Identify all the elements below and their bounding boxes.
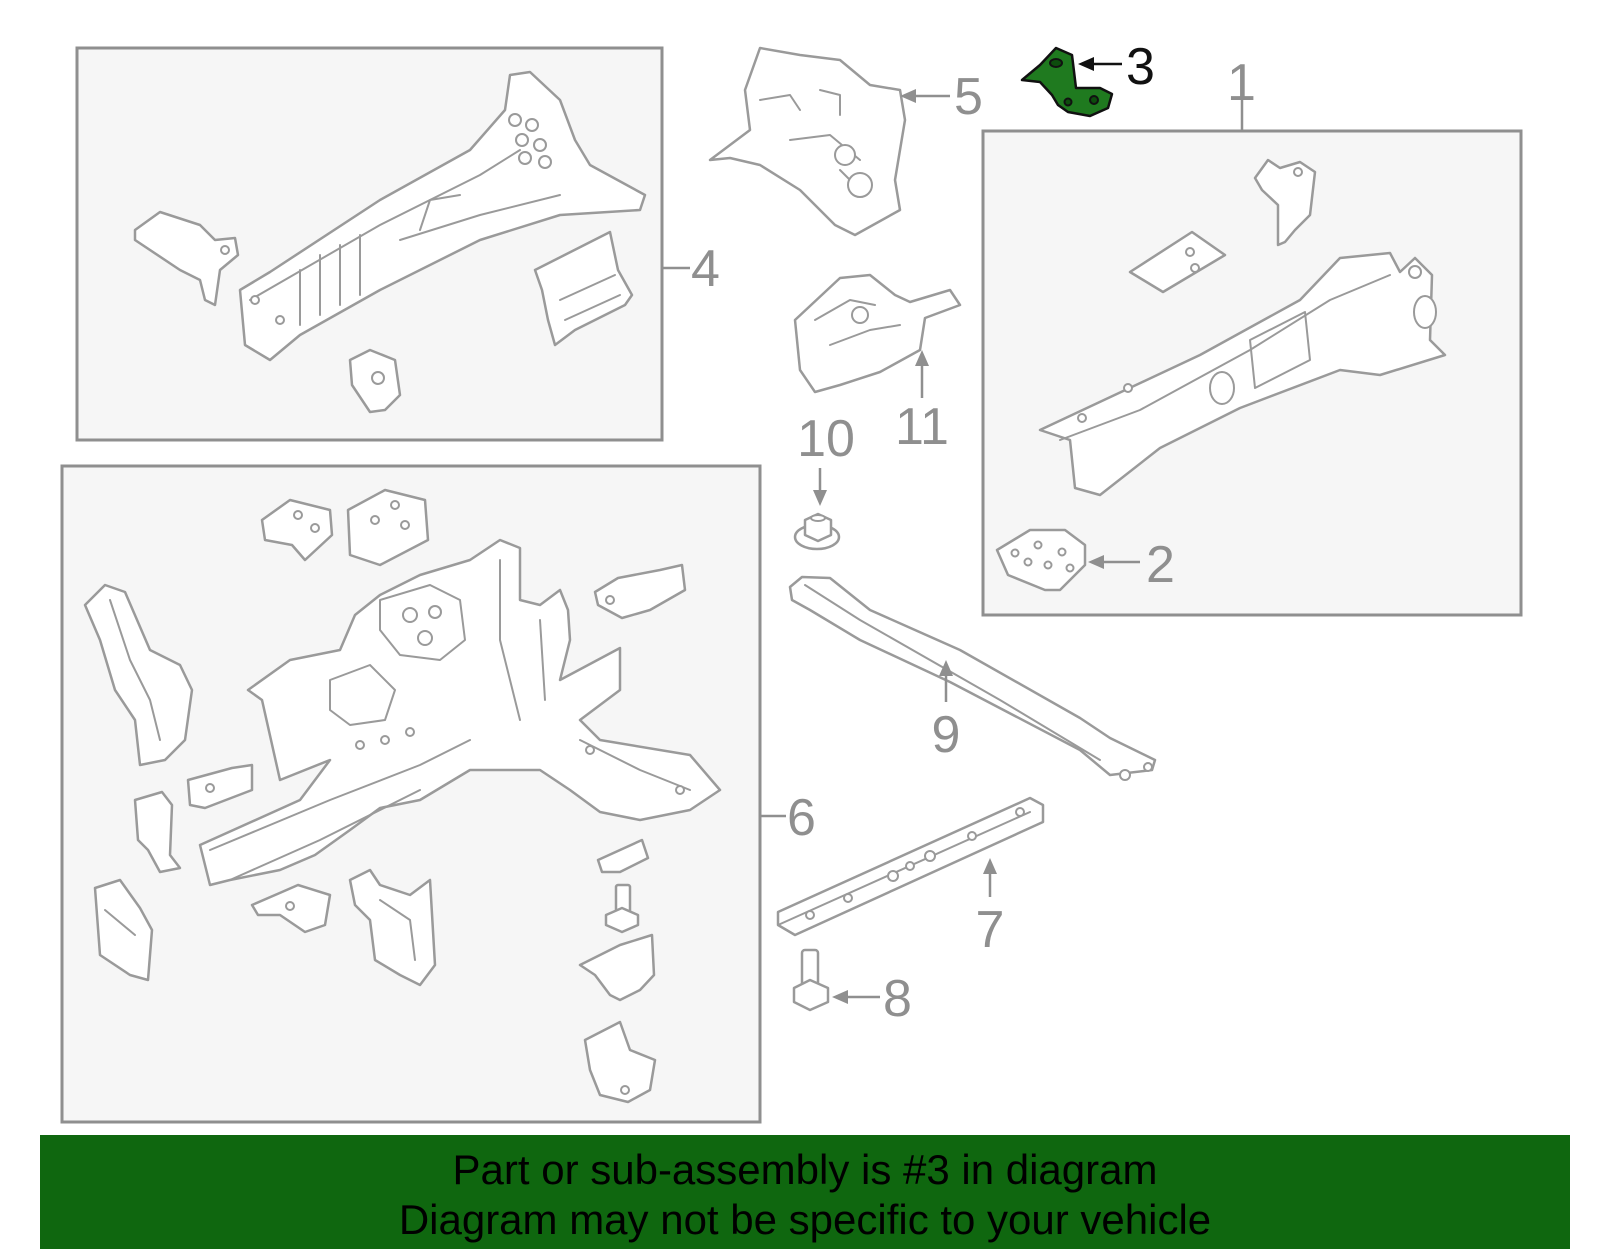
callout-3: 3 — [1126, 38, 1155, 96]
parts-diagram: 1 2 3 4 5 6 7 8 9 10 11 — [60, 38, 1523, 1124]
part-9-cross-member-bar — [788, 575, 1157, 781]
callout-8: 8 — [883, 970, 912, 1028]
part-10-nut — [793, 512, 841, 551]
callout-7: 7 — [976, 901, 1005, 959]
part-1-upper-bracket — [1253, 158, 1317, 247]
box6-bracket-e — [93, 878, 154, 982]
box6-bracket-b — [346, 488, 430, 567]
side-member-small-bracket — [348, 348, 402, 414]
leader-3 — [1078, 57, 1122, 71]
box6-bracket-h — [578, 933, 656, 1002]
callout-10: 10 — [797, 410, 855, 468]
leader-7 — [983, 858, 997, 897]
part-1-plate — [1128, 230, 1227, 294]
box6-bracket-f — [250, 883, 332, 934]
callout-11: 11 — [895, 398, 949, 456]
part-8-bolt — [792, 948, 830, 1012]
leader-10 — [813, 468, 827, 506]
part-3-highlighted-bracket — [1020, 46, 1114, 118]
side-member-bracket-left — [133, 210, 240, 307]
part-5-apron-reinforcement — [708, 46, 907, 237]
box6-bracket-a — [260, 498, 334, 562]
callout-5: 5 — [954, 68, 983, 126]
part-2-patch-plate — [995, 528, 1087, 592]
box6-bracket-d — [133, 790, 182, 874]
front-side-member-assembly — [238, 70, 647, 362]
part-1-side-member — [1038, 251, 1447, 497]
callout-6: 6 — [787, 789, 816, 847]
callout-1: 1 — [1227, 54, 1256, 112]
leader-9 — [939, 660, 953, 702]
box6-apron-side — [83, 583, 194, 767]
info-banner: Part or sub-assembly is #3 in diagram Di… — [40, 1135, 1570, 1249]
box6-bracket-i — [583, 1020, 657, 1104]
box6-bracket-c — [186, 763, 254, 810]
box6-bolt — [604, 883, 640, 934]
banner-line-2: Diagram may not be specific to your vehi… — [398, 1196, 1212, 1243]
box6-clip — [596, 838, 650, 874]
banner-line-1: Part or sub-assembly is #3 in diagram — [452, 1146, 1158, 1193]
callout-2: 2 — [1146, 536, 1175, 594]
part-7-reinforcement-bar — [776, 796, 1045, 937]
leader-11 — [915, 350, 929, 398]
leader-5 — [900, 89, 950, 103]
callout-4: 4 — [691, 240, 720, 298]
front-structure-assembly — [198, 538, 722, 887]
box6-small-bracket-right — [593, 563, 687, 620]
callout-9: 9 — [932, 706, 961, 764]
box6-bracket-g — [348, 868, 437, 987]
side-member-gusset-right — [533, 230, 634, 347]
part-11-bracket — [793, 273, 962, 394]
leader-2 — [1088, 555, 1140, 569]
leader-8 — [832, 990, 880, 1004]
